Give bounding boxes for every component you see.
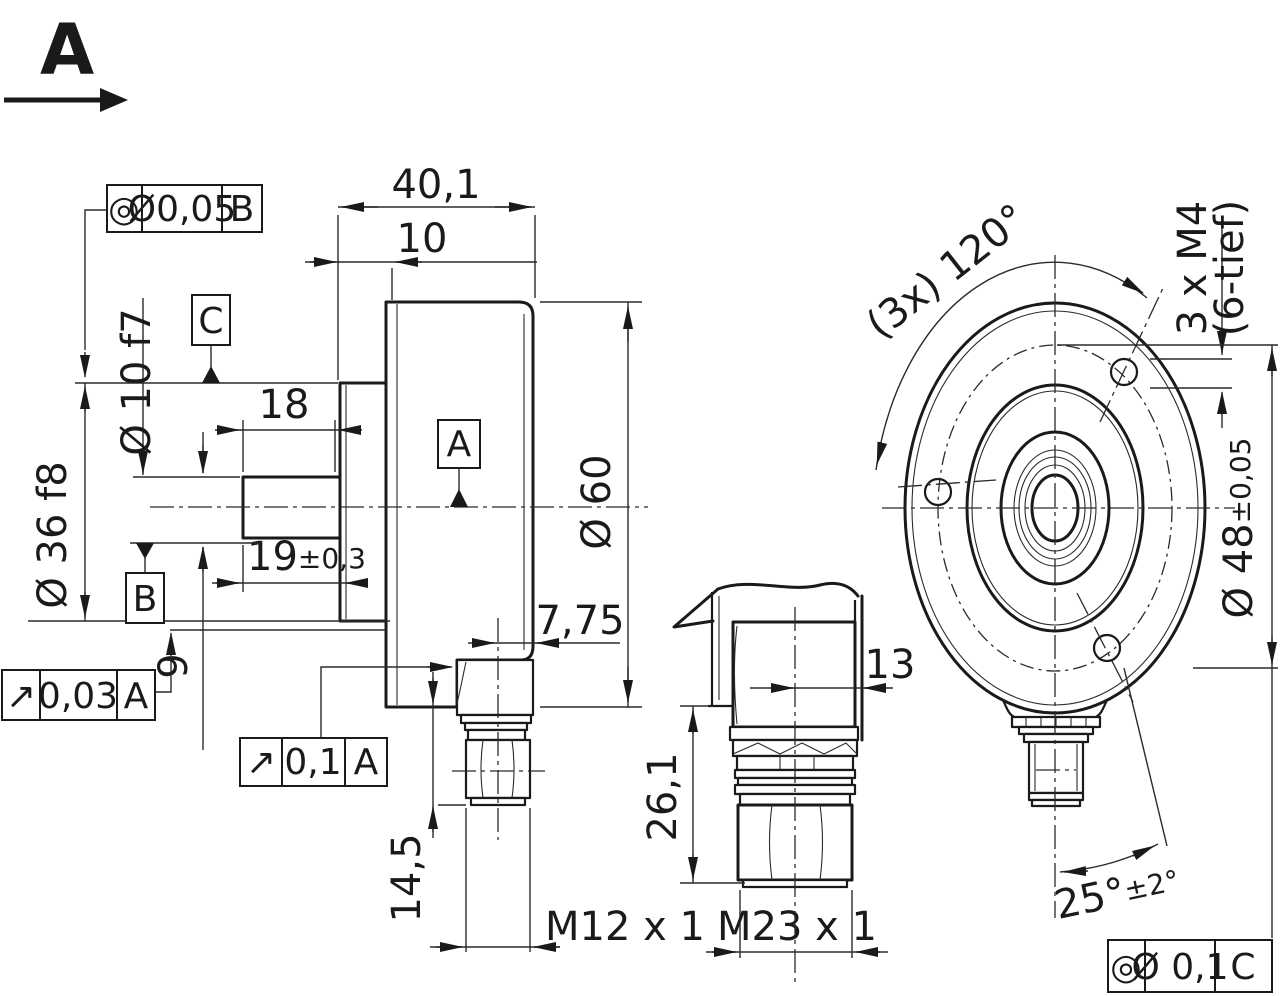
dim-shaft-diameter: Ø 10 f7 — [114, 308, 160, 455]
hole-axis-top — [1099, 287, 1164, 423]
hole-axis-bottom — [1076, 592, 1134, 703]
radial-view-dimensions: 13 26,1 M23 x 1 — [640, 642, 915, 958]
fcf-value: Ø 0,1 — [1131, 947, 1228, 988]
dim-flange-depth: 10 — [397, 216, 448, 262]
fcf-value: Ø0,05 — [128, 189, 237, 230]
fcf-datum-ref: A — [354, 742, 379, 783]
m23-hex-facet-left — [768, 804, 773, 881]
dim-connector-length: 14,5 — [384, 833, 430, 922]
dim-angle: 25°±2° — [1051, 858, 1184, 929]
dim-shaft-length: 19±0,3 — [247, 534, 366, 580]
datum-a-label: A — [447, 424, 472, 465]
side-view-dimensions: 40,1 10 Ø 60 18 19±0,3 Ø — [28, 162, 705, 952]
m23-hex-facet-right — [819, 804, 824, 881]
m12-washer — [459, 713, 533, 725]
dim-conn-center: 13 — [865, 642, 916, 688]
dim-step: 9 — [151, 653, 197, 678]
m12-cable-curve — [456, 661, 467, 704]
datum-triangle-icon — [450, 489, 468, 507]
m12-hex-facet-left — [480, 739, 484, 799]
radial-view — [672, 581, 864, 889]
fcf-runout-003: ↗ 0,03 A — [1, 632, 176, 721]
datum-c-label: C — [198, 301, 223, 342]
concentricity-icon: ◎ — [1110, 947, 1141, 988]
dim-total-depth: 40,1 — [391, 162, 480, 208]
dim-body-diameter: Ø 60 — [574, 454, 620, 549]
m23-clamp-zigzag — [732, 742, 858, 755]
centerlines — [150, 255, 1235, 987]
fcf-concentricity-b: ◎ Ø0,05 B — [80, 184, 263, 378]
conn-tip — [1030, 798, 1082, 808]
torn-edge-top — [716, 581, 860, 598]
view-letter: A — [40, 9, 94, 91]
feature-control-frames: ◎ Ø0,05 B ↗ 0,03 A ↗ 0,1 A — [1, 184, 1273, 993]
datum-flags: C B A — [125, 294, 481, 624]
fcf-value: 0,03 — [38, 676, 118, 717]
m12-hex-facet-right — [511, 739, 515, 799]
runout-icon: ↗ — [246, 742, 276, 783]
concentricity-icon: ◎ — [108, 189, 139, 230]
datum-a-flag: A — [437, 419, 481, 507]
conn-clamp-serrations — [1025, 717, 1087, 727]
torn-edge-flag — [672, 587, 720, 629]
hole-axis-left — [897, 479, 997, 488]
m4-hole-top — [1109, 357, 1139, 387]
dim-conn-height: 26,1 — [640, 752, 686, 841]
dim-hole-pattern: (3x) 120° — [858, 195, 1036, 348]
conn-step2 — [1022, 732, 1090, 744]
m23-flange-band — [728, 725, 860, 742]
m4-hole-left — [923, 477, 953, 507]
datum-b-label: B — [133, 579, 158, 620]
conn-body — [1027, 740, 1085, 795]
fcf-runout-01: ↗ 0,1 A — [239, 662, 453, 787]
datum-triangle-icon — [202, 366, 220, 383]
datum-b-flag: B — [125, 543, 165, 624]
view-direction-label: A — [4, 9, 128, 112]
rear-view-dimensions: (3x) 120° 3 x M4 (6-tief) Ø 48±0,05 25°±… — [858, 195, 1278, 938]
datum-triangle-icon — [136, 543, 154, 559]
runout-icon: ↗ — [6, 676, 36, 717]
dim-screw-depth: (6-tief) — [1207, 200, 1253, 337]
thread-m23: M23 x 1 — [717, 904, 877, 950]
datum-c-flag: C — [191, 294, 231, 383]
dim-screws: 3 x M4 — [1170, 201, 1216, 336]
fcf-value: 0,1 — [284, 742, 341, 783]
view-arrow-icon — [100, 88, 128, 112]
m23-cable-curve — [733, 625, 738, 725]
dim-connector-offset: 7,75 — [535, 598, 624, 644]
fcf-datum-ref: A — [124, 676, 149, 717]
thread-m12: M12 x 1 — [545, 904, 705, 950]
dim-flange-diameter: Ø 36 f8 — [30, 461, 76, 608]
fcf-concentricity-c: ◎ Ø 0,1 C — [1107, 939, 1273, 993]
fcf-datum-ref: C — [1230, 947, 1255, 988]
m12-ring2 — [466, 728, 527, 742]
dim-bolt-circle: Ø 48±0,05 — [1216, 438, 1262, 619]
m23-connector-block — [731, 620, 857, 729]
fcf-datum-ref: B — [230, 189, 255, 230]
flange — [338, 381, 388, 623]
m4-hole-bottom — [1092, 633, 1122, 663]
dim-shaft-free: 18 — [259, 382, 310, 428]
m12-connector-block — [455, 658, 535, 717]
